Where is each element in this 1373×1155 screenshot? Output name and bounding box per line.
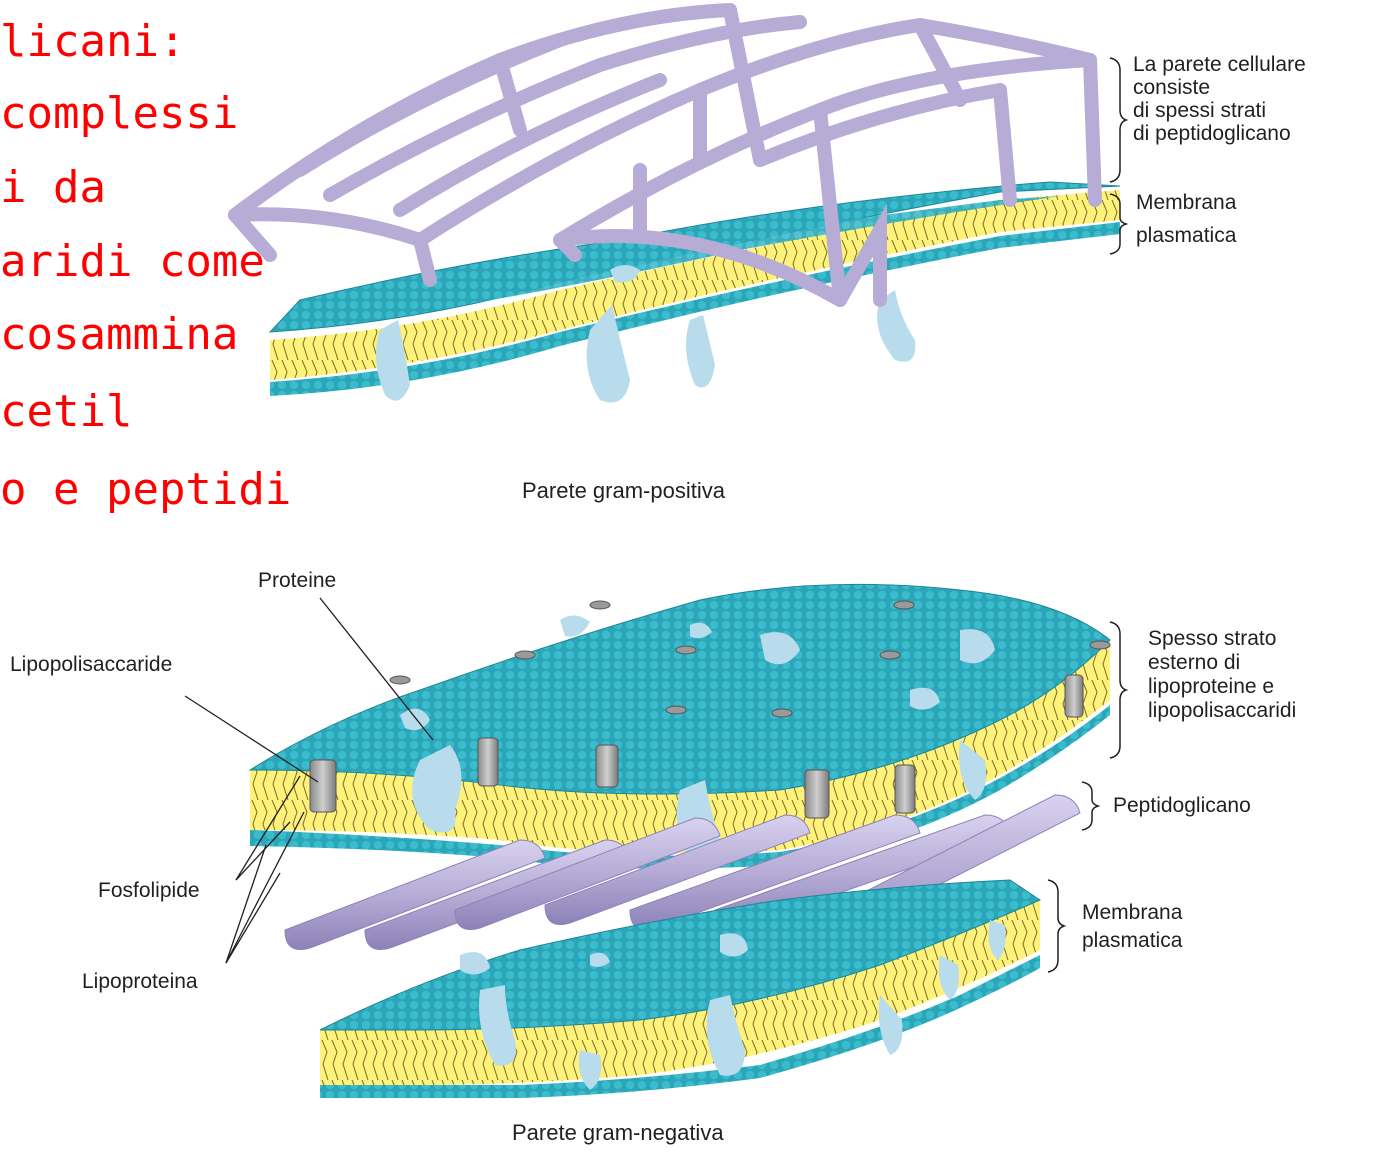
gp-membrane-label-2: plasmatica [1136,225,1236,247]
gn-label-proteine: Proteine [258,570,336,592]
slide-text-line-6: cetil [0,390,132,434]
gn-caption: Parete gram-negativa [512,1120,724,1146]
bracket-gn-outer [1110,622,1126,758]
gn-outer-label-4: lipopolisaccaridi [1148,700,1296,722]
slide-text-line-2: complessi [0,92,238,136]
gp-wall-label-1: La parete cellulare [1133,54,1306,76]
gp-wall-label-2: consiste [1133,77,1210,99]
leader-lipoproteina-3 [226,873,280,963]
gn-outer-label-2: esterno di [1148,652,1240,674]
gn-label-lipoproteina: Lipoproteina [82,971,198,993]
gn-outer-label-3: lipoproteine e [1148,676,1274,698]
gp-caption: Parete gram-positiva [522,478,725,504]
slide-text-line-1: licani: [0,20,185,64]
gn-label-fosfolipide: Fosfolipide [98,880,200,902]
gn-outer-label-1: Spesso strato [1148,628,1276,650]
slide-text-line-4: aridi come [0,240,265,284]
gn-label-lipopolisaccaride: Lipopolisaccaride [10,654,172,676]
slide-text-line-5: cosammina [0,313,238,357]
gn-label-peptidoglicano: Peptidoglicano [1113,795,1251,817]
gp-membrane-label-1: Membrana [1136,192,1236,214]
bracket-gn-membrane [1048,880,1064,972]
gp-wall-label-4: di peptidoglicano [1133,123,1291,145]
gn-membrane-label-2: plasmatica [1082,930,1182,952]
slide-text-line-3: i da [0,166,106,210]
gn-membrane-label-1: Membrana [1082,902,1182,924]
bracket-gn-peptidoglycan [1082,782,1098,830]
gp-wall-label-3: di spessi strati [1133,100,1266,122]
slide-text-line-7: o e peptidi [0,468,291,512]
bracket-gp-wall [1110,58,1126,182]
